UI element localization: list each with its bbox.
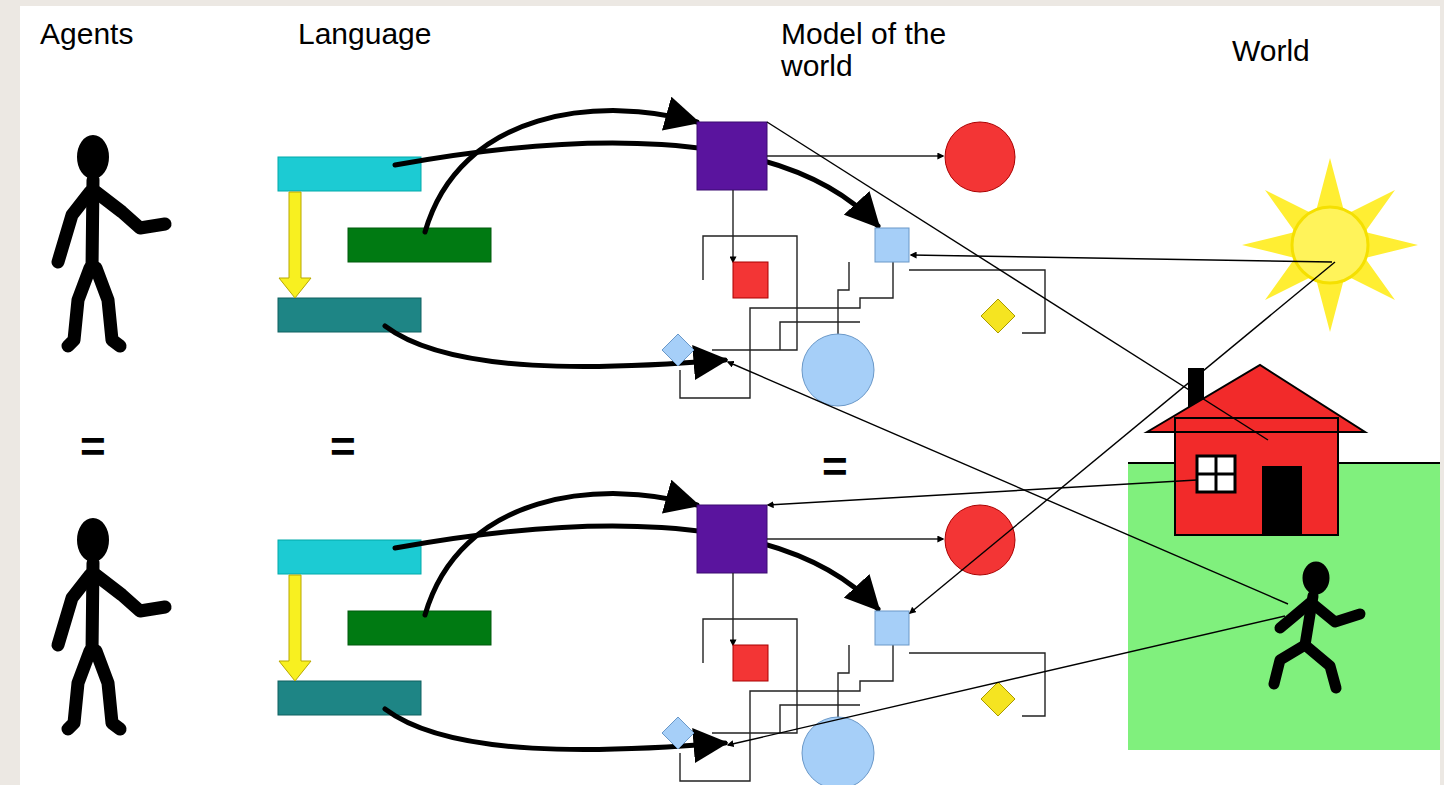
running-man [1274, 563, 1360, 688]
column-heading: Model of the world [781, 18, 951, 81]
agent-model-bottom [58, 494, 1045, 785]
equals-sign: = [822, 444, 848, 490]
sun [1242, 158, 1418, 332]
equals-sign: = [80, 424, 106, 470]
column-heading: World [1232, 35, 1310, 67]
column-heading: Language [298, 18, 431, 50]
column-heading: Agents [40, 18, 133, 50]
agent-model-top [58, 111, 1045, 406]
equals-sign: = [330, 424, 356, 470]
